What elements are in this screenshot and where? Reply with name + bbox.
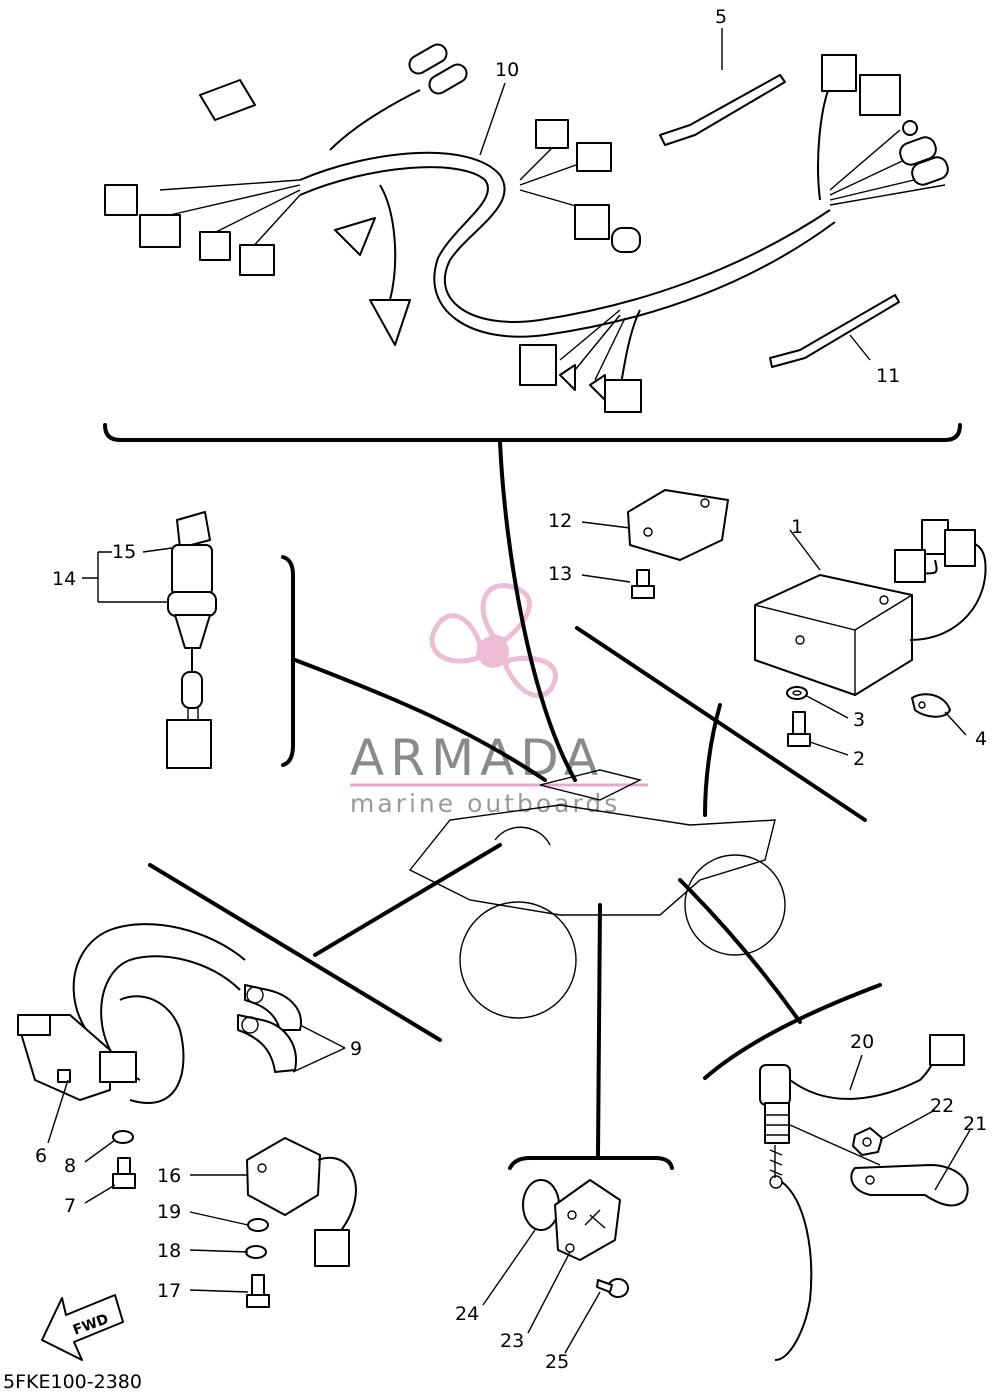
brake-switch-bracket	[703, 983, 882, 1080]
callout-12: 12	[548, 510, 572, 532]
callout-22: 22	[930, 1095, 954, 1117]
callout-1: 1	[791, 516, 803, 538]
callout-20: 20	[850, 1031, 874, 1053]
connector-block	[104, 184, 138, 216]
callout-13: 13	[548, 563, 572, 585]
spark-plug-cap-9	[237, 984, 302, 1073]
connector-block	[921, 519, 949, 555]
connector-block	[604, 379, 642, 413]
rear-brake-switch-20	[759, 1034, 965, 1361]
connector-block	[576, 142, 612, 172]
triangular-connector	[199, 79, 256, 121]
leader-lines	[293, 440, 802, 1157]
callout-11: 11	[876, 365, 900, 387]
callout-6: 6	[35, 1145, 47, 1167]
callout-21: 21	[963, 1113, 987, 1135]
cable-tie-5	[659, 74, 786, 146]
bullet-terminal	[559, 364, 576, 391]
watermark-tagline: marine outboards	[350, 789, 620, 818]
neutral-switch-23	[554, 1179, 621, 1261]
connector-block	[139, 214, 181, 248]
connector-block	[239, 244, 275, 276]
washer-18	[245, 1245, 267, 1259]
connector-block	[894, 549, 926, 583]
callout-19: 19	[157, 1201, 181, 1223]
triangular-connector	[334, 217, 376, 256]
ignition-coil-6	[17, 923, 246, 1104]
bolt-7	[112, 1157, 136, 1189]
neutral-switch-bracket	[508, 1156, 674, 1170]
connector-block	[574, 204, 610, 240]
o-ring-24	[522, 1179, 560, 1231]
harness-group-bracket	[103, 423, 962, 442]
connector-block	[535, 119, 569, 149]
relay-16	[246, 1137, 357, 1267]
connector-block	[859, 74, 901, 116]
connector-block	[821, 54, 857, 92]
nut-22	[852, 1127, 883, 1156]
callout-7: 7	[64, 1195, 76, 1217]
ring-terminal	[902, 120, 918, 136]
screw-25	[596, 1278, 629, 1298]
callout-18: 18	[157, 1240, 181, 1262]
armada-logo-icon	[429, 583, 558, 699]
main-switch-assembly	[166, 511, 217, 769]
callout-17: 17	[157, 1280, 181, 1302]
washer-8	[112, 1130, 134, 1144]
wire-harness	[104, 43, 949, 413]
callout-14: 14	[52, 568, 76, 590]
callout-3: 3	[853, 709, 865, 731]
key-switch-bracket	[281, 555, 295, 767]
bolt-17	[246, 1274, 270, 1308]
callout-2: 2	[853, 748, 865, 770]
key-icon	[176, 511, 211, 549]
cdi-bracket	[575, 626, 867, 822]
callout-23: 23	[500, 1330, 524, 1352]
clamp-4	[911, 693, 951, 718]
bullet-terminal	[911, 156, 949, 186]
triangular-connector	[369, 299, 411, 346]
callout-5: 5	[715, 6, 727, 28]
callout-leader-lines	[47, 28, 971, 1354]
collar-3	[786, 686, 808, 700]
callout-16: 16	[157, 1165, 181, 1187]
drawing-code: 5FKE100-2380	[3, 1371, 142, 1393]
callout-24: 24	[455, 1303, 479, 1325]
bolt-13	[631, 569, 655, 599]
bolt-2	[787, 711, 811, 747]
bullet-terminal	[611, 227, 641, 253]
collar-19	[247, 1218, 269, 1232]
connector-block	[519, 344, 557, 386]
fwd-arrow-icon: FWD	[41, 1294, 124, 1361]
callout-4: 4	[975, 728, 987, 750]
callout-10: 10	[495, 59, 519, 81]
callout-9: 9	[350, 1038, 362, 1060]
ignition-coil-bracket	[148, 863, 442, 1042]
bracket-21	[850, 1164, 969, 1207]
connector-block	[944, 529, 976, 567]
callout-25: 25	[545, 1351, 569, 1373]
bullet-terminal	[589, 374, 606, 401]
vehicle-silhouette	[408, 769, 786, 1019]
bullet-terminal	[428, 63, 468, 95]
connector-block	[199, 231, 231, 261]
rectifier-regulator-12	[627, 489, 729, 561]
bullet-terminal	[408, 43, 448, 75]
cable-tie-11	[769, 294, 900, 368]
callout-8: 8	[64, 1155, 76, 1177]
cdi-unit-1	[754, 519, 987, 696]
callout-15: 15	[112, 541, 136, 563]
